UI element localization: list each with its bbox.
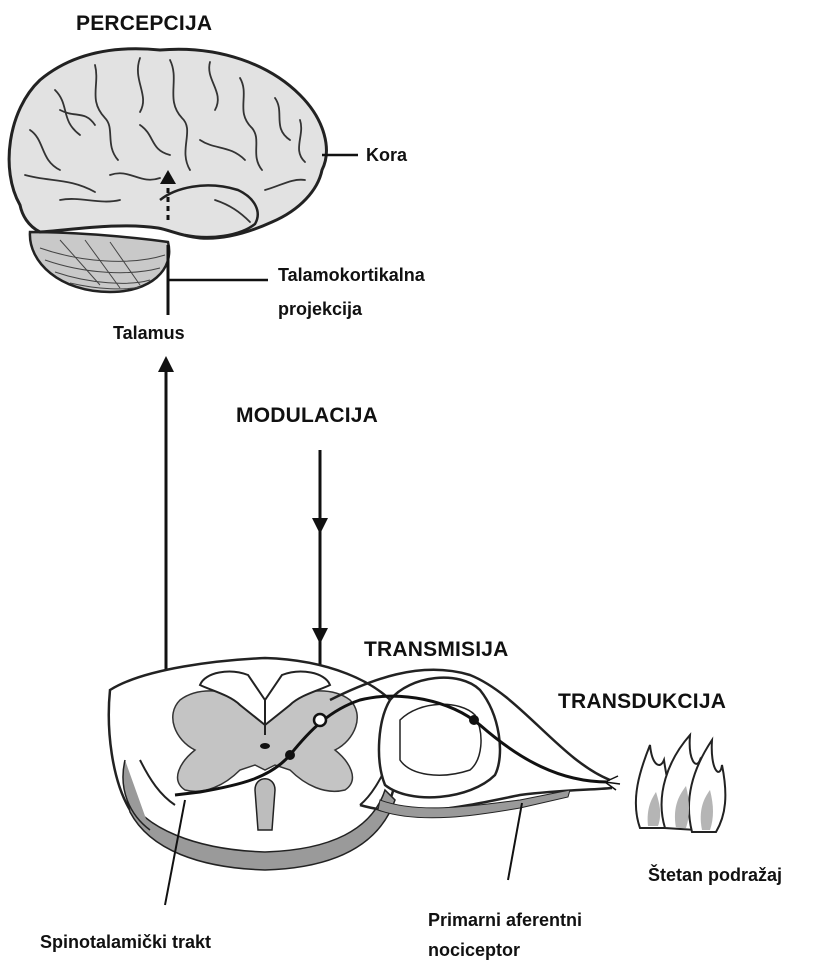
talamus-label: Talamus xyxy=(113,323,185,344)
stetan-podrazaj-label: Štetan podražaj xyxy=(648,865,782,886)
primarni-aferentni-label-line1: Primarni aferentni xyxy=(428,910,582,931)
flame-icon xyxy=(636,735,726,832)
talamokortikalna-label-line2: projekcija xyxy=(278,299,362,320)
transmisija-label: TRANSMISIJA xyxy=(364,638,509,662)
spinotalamicki-trakt-label: Spinotalamički trakt xyxy=(40,932,211,953)
talamokortikalna-label-line1: Talamokortikalna xyxy=(278,265,425,286)
modulacija-label: MODULACIJA xyxy=(236,404,378,428)
percepcija-label: PERCEPCIJA xyxy=(76,12,212,36)
kora-label: Kora xyxy=(366,145,407,166)
transdukcija-label: TRANSDUKCIJA xyxy=(558,690,726,714)
primarni-aferentni-label-line2: nociceptor xyxy=(428,940,520,961)
